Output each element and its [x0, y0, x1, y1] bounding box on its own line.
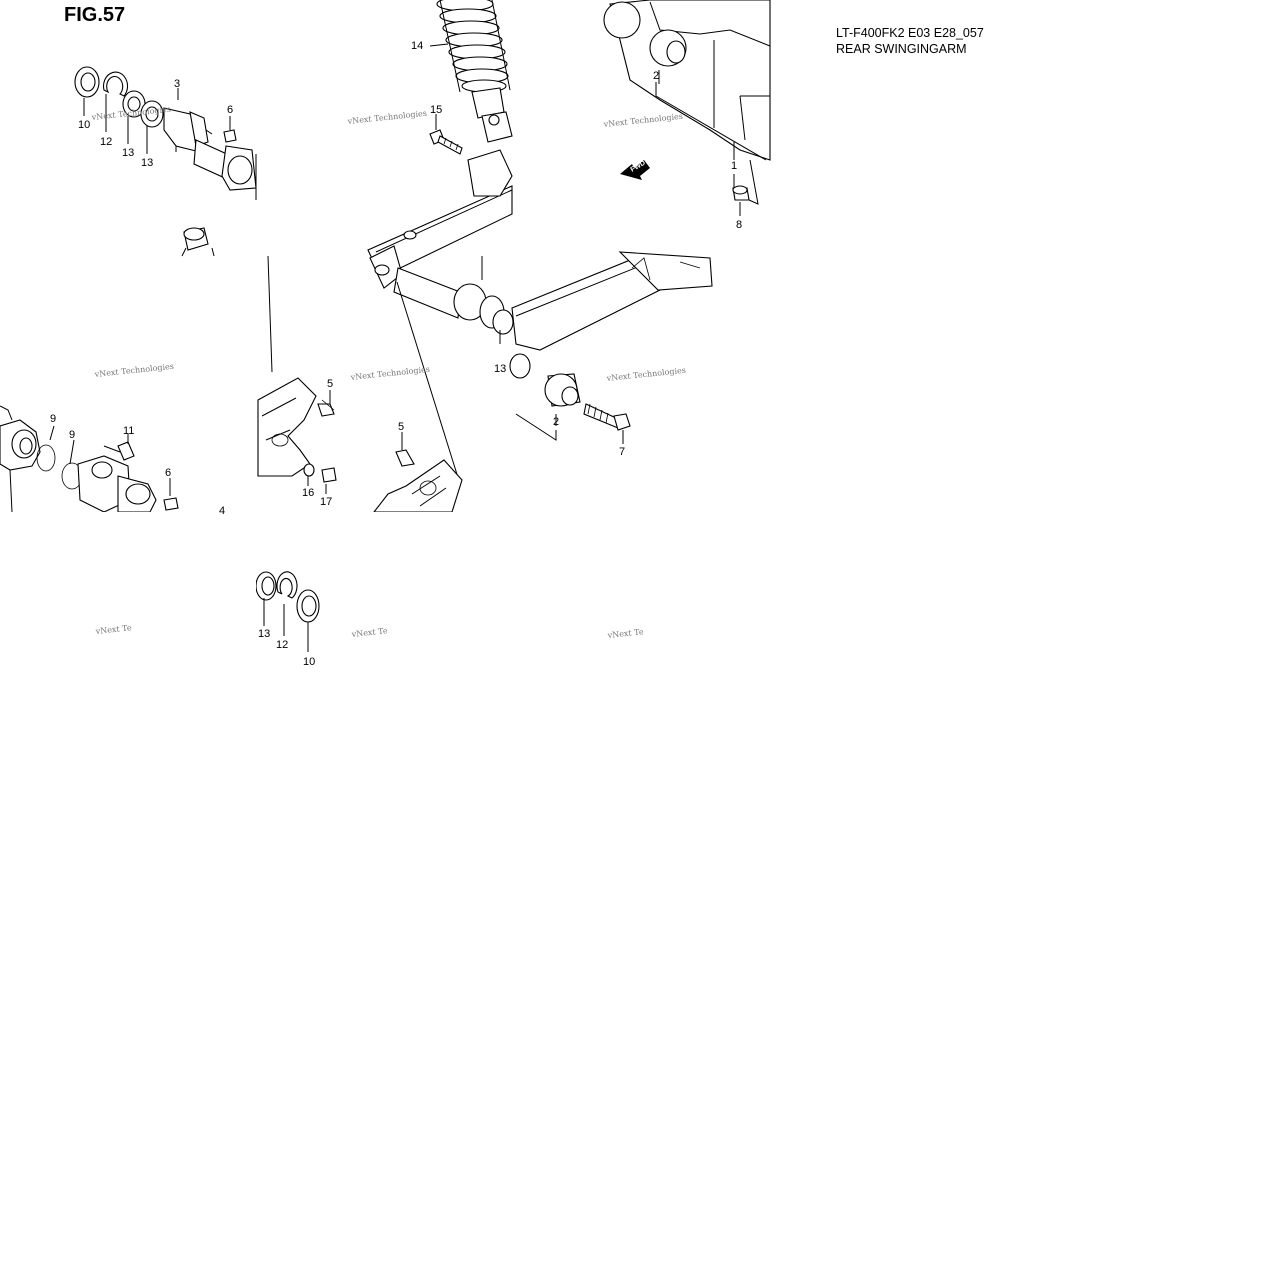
- seal-set-lower: [255, 571, 320, 623]
- callout-15: 15: [430, 104, 442, 116]
- callout-10-top: 10: [78, 119, 90, 131]
- leader-lines: [49, 43, 741, 652]
- watermark: vNext Technologies: [349, 365, 430, 382]
- model-code: LT-F400FK2 E03 E28_057: [836, 26, 984, 40]
- callout-6-top: 6: [227, 104, 233, 116]
- hub-assembly-lower: [0, 405, 179, 513]
- watermark: vNext Te: [606, 627, 644, 640]
- callout-8: 8: [736, 219, 742, 231]
- watermark: vNext Technologies: [346, 109, 427, 126]
- bolt-5-lower: [395, 449, 415, 467]
- figure-title: FIG.57: [64, 4, 126, 26]
- lower-frame-bracket: [372, 459, 463, 513]
- watermark: vNext Technologies: [605, 366, 686, 383]
- watermark: vNext Te: [94, 623, 132, 636]
- bolt-15: [429, 129, 463, 155]
- callout-12-bottom: 12: [276, 639, 288, 651]
- callout-13-c: 13: [494, 363, 506, 375]
- chain-guide-bracket: [257, 377, 337, 483]
- watermark: vNext Technologies: [602, 112, 683, 129]
- callout-2-bottom: 2: [553, 416, 559, 428]
- panel-gap: [0, 512, 256, 592]
- watermark: vNext Technologies: [93, 362, 174, 379]
- callout-13-b: 13: [141, 157, 153, 169]
- hub-assembly-top: [74, 66, 257, 200]
- callout-5-lower: 5: [398, 421, 404, 433]
- shock-absorber: [436, 0, 513, 143]
- callout-13-d: 13: [258, 628, 270, 640]
- callout-5-upper: 5: [327, 378, 333, 390]
- frame-pivot-bracket: [603, 0, 771, 205]
- callout-3: 3: [174, 78, 180, 90]
- callout-7: 7: [619, 446, 625, 458]
- callout-6-lower: 6: [165, 467, 171, 479]
- callout-10-bottom: 10: [303, 656, 315, 668]
- swingarm-frame: [267, 149, 713, 485]
- callout-2-top: 2: [653, 70, 659, 82]
- callout-1: 1: [731, 160, 737, 172]
- pivot-bushing-lower: [544, 373, 581, 407]
- callout-17: 17: [320, 496, 332, 508]
- callout-13-a: 13: [122, 147, 134, 159]
- panel-gap: [256, 512, 556, 564]
- figure-meta: LT-F400FK2 E03 E28_057 REAR SWINGINGARM: [836, 25, 984, 57]
- section-name: REAR SWINGINGARM: [836, 42, 967, 56]
- rubber-stopper: [181, 227, 215, 257]
- callout-11: 11: [123, 425, 134, 437]
- callout-12-top: 12: [100, 136, 112, 148]
- callout-16: 16: [302, 487, 314, 499]
- callout-9-left: 9: [50, 413, 56, 425]
- pivot-bolt-7: [583, 403, 631, 431]
- callout-numbers: 1 2 2 3 5 5 6 6 7 8 9 9 10 10 11 12 12 1…: [50, 40, 742, 668]
- callout-4: 4: [219, 505, 225, 517]
- callout-9-right: 9: [69, 429, 75, 441]
- panel-gap: [244, 200, 266, 256]
- callout-14: 14: [411, 40, 423, 52]
- watermark: vNext Te: [350, 626, 388, 639]
- forward-arrow: FWD: [620, 160, 650, 180]
